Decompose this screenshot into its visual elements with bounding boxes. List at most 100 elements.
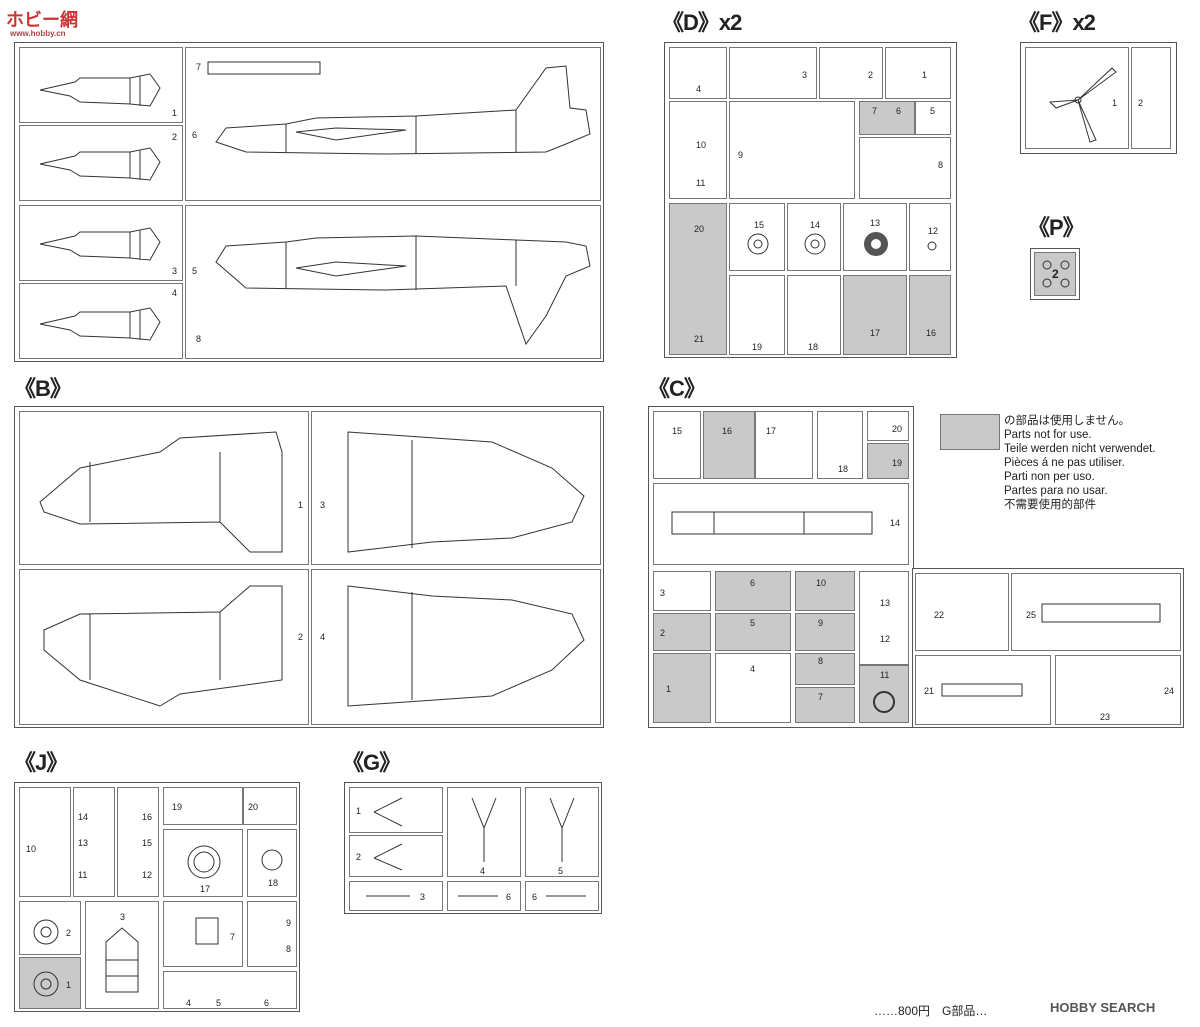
runner-c-part-23-24: 23 24 [1055, 655, 1181, 725]
runner-d-part-3: 3 [729, 47, 817, 99]
runner-c-part-16: 16 [703, 411, 755, 479]
label-g-1: 1 [356, 806, 362, 816]
runner-a-part-4: 4 [19, 283, 183, 359]
runner-c-part-6: 6 [715, 571, 791, 611]
runner-g: 1 2 4 5 3 6 6 [344, 782, 602, 914]
runner-j-part-16-15-12: 16 15 12 [117, 787, 159, 897]
label-j-12: 12 [142, 870, 153, 880]
label-a-5: 5 [192, 266, 198, 276]
runner-d-part-18: 18 [787, 275, 841, 355]
label-c-16: 16 [722, 426, 733, 436]
runner-c-part-3: 3 [653, 571, 711, 611]
runner-d-part-13: 13 [843, 203, 907, 271]
label-c-15: 15 [672, 426, 683, 436]
label-d-2: 2 [868, 70, 874, 80]
runner-d-part-20-21: 20 21 [669, 203, 727, 355]
section-c-title: 《C》 [648, 376, 706, 401]
runner-j-part-4-5-6: 4 5 6 [163, 971, 297, 1009]
runner-b-part-3: 3 [311, 411, 601, 565]
runner-a-part-1: 1 [19, 47, 183, 123]
runner-j: 10 14 13 11 16 15 12 19 20 17 18 2 1 3 7… [14, 782, 300, 1012]
runner-c-part-1: 1 [653, 653, 711, 723]
runner-j-part-14-13-11: 14 13 11 [73, 787, 115, 897]
footer-price-note: ……800円 G部品… [874, 1004, 988, 1018]
runner-c-extension: 22 25 21 23 24 [912, 568, 1184, 728]
label-d-6: 6 [896, 106, 902, 116]
runner-j-part-7: 7 [163, 901, 243, 967]
runner-d-part-2: 2 [819, 47, 883, 99]
runner-c-part-4: 4 [715, 653, 791, 723]
label-j-10: 10 [26, 844, 37, 854]
runner-j-part-1: 1 [19, 957, 81, 1009]
runner-g-part-6a: 6 [447, 881, 521, 911]
label-j-17: 17 [200, 884, 211, 894]
label-c-24: 24 [1164, 686, 1175, 696]
label-a-7: 7 [196, 62, 202, 72]
runner-d-part-7-6: 7 6 [859, 101, 915, 135]
section-j-title: 《J》 [14, 750, 68, 775]
legend-line-fr: Pièces á ne pas utiliser. [1004, 457, 1125, 469]
label-d-17: 17 [870, 328, 881, 338]
legend-line-ja: の部品は使用しません。 [1004, 415, 1131, 427]
label-j-18: 18 [268, 878, 279, 888]
label-j-15: 15 [142, 838, 153, 848]
runner-d-part-16: 16 [909, 275, 951, 355]
runner-c-part-14: 14 [653, 483, 909, 565]
runner-c: 15 16 17 18 20 19 14 3 2 1 6 5 4 10 9 8 … [648, 406, 914, 728]
label-f-2: 2 [1138, 98, 1144, 108]
label-d-12: 12 [928, 226, 939, 236]
runner-d-part-4: 4 [669, 47, 727, 99]
runner-d-part-1: 1 [885, 47, 951, 99]
label-d-15: 15 [754, 220, 765, 230]
label-c-3: 3 [660, 588, 666, 598]
label-c-1: 1 [666, 684, 672, 694]
runner-f-part-2: 2 [1131, 47, 1171, 149]
section-b-title: 《B》 [14, 376, 72, 401]
runner-p-part-2: 2 [1034, 252, 1076, 296]
legend: の部品は使用しません。 Parts not for use. Teile wer… [1004, 414, 1156, 512]
label-g-2: 2 [356, 852, 362, 862]
label-j-19: 19 [172, 802, 183, 812]
runner-b-part-1: 1 [19, 411, 309, 565]
label-b-1: 1 [298, 500, 304, 510]
section-p-title: 《P》 [1028, 215, 1085, 240]
label-d-7: 7 [872, 106, 878, 116]
legend-swatch [940, 414, 1000, 450]
label-c-18: 18 [838, 464, 849, 474]
label-g-4: 4 [480, 866, 486, 876]
runner-a-part-5: 5 8 [185, 205, 601, 359]
runner-j-part-9-8: 9 8 [247, 901, 297, 967]
label-a-2: 2 [172, 132, 178, 142]
label-c-25: 25 [1026, 610, 1037, 620]
label-d-14: 14 [810, 220, 821, 230]
label-j-8: 8 [286, 944, 292, 954]
runner-c-part-22: 22 [915, 573, 1009, 651]
runner-c-part-8: 8 [795, 653, 855, 685]
runner-c-part-11: 11 [859, 665, 909, 723]
watermark-logo: ホビー網 [6, 10, 78, 30]
label-d-4: 4 [696, 84, 702, 94]
label-d-1: 1 [922, 70, 928, 80]
runner-d-part-19: 19 [729, 275, 785, 355]
label-c-11: 11 [880, 670, 890, 680]
label-c-12: 12 [880, 634, 891, 644]
label-j-9: 9 [286, 918, 292, 928]
label-c-9: 9 [818, 618, 824, 628]
label-j-20: 20 [248, 802, 259, 812]
label-g-6a: 6 [506, 892, 512, 902]
section-g-title: 《G》 [342, 750, 401, 775]
label-j-4: 4 [186, 998, 192, 1008]
legend-line-zh: 不需要使用的部件 [1004, 499, 1096, 511]
label-b-3: 3 [320, 500, 326, 510]
label-d-21: 21 [694, 334, 705, 344]
runner-g-part-1: 1 [349, 787, 443, 833]
label-j-5: 5 [216, 998, 222, 1008]
label-c-23: 23 [1100, 712, 1111, 722]
runner-a-part-6: 7 6 [185, 47, 601, 201]
runner-g-part-2: 2 [349, 835, 443, 877]
label-d-19: 19 [752, 342, 763, 352]
runner-f: 1 2 [1020, 42, 1177, 154]
footer-brand: HOBBY SEARCH [1050, 1000, 1156, 1015]
legend-line-es: Partes para no usar. [1004, 485, 1108, 497]
runner-a: 1 2 3 4 7 6 5 8 [14, 42, 604, 362]
